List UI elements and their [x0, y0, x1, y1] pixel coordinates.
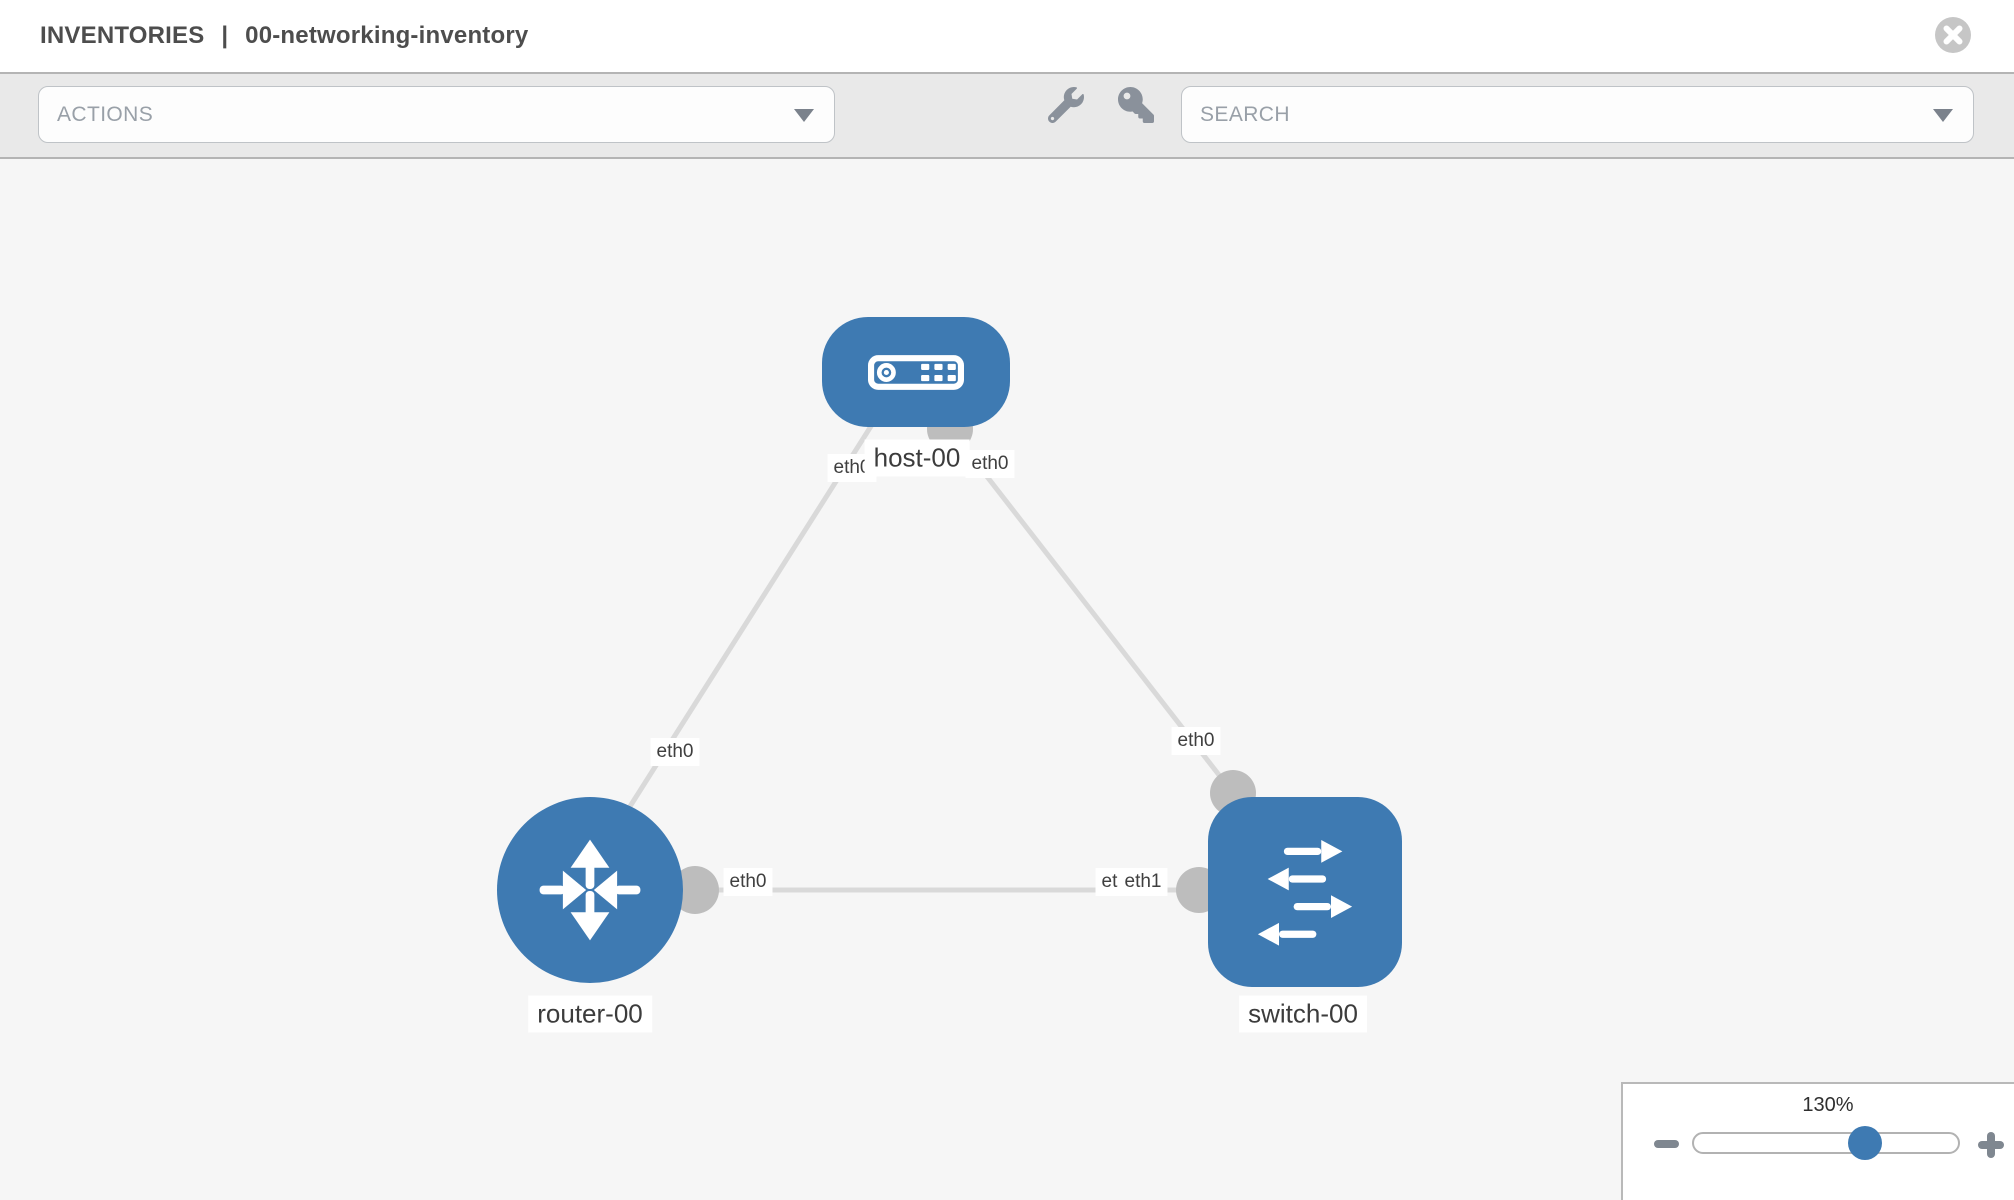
search-dropdown[interactable]: SEARCH	[1181, 86, 1974, 143]
link-label-host-eth0-right: eth0	[965, 450, 1015, 478]
link-label-router-eth0-up: eth0	[650, 738, 700, 766]
page-header: INVENTORIES | 00-networking-inventory	[0, 0, 2014, 72]
link-label-switch-eth1-front: eth1	[1118, 868, 1168, 896]
node-label-host-00: host-00	[864, 439, 970, 477]
breadcrumb-inventories[interactable]: INVENTORIES	[40, 22, 205, 49]
zoom-slider-track[interactable]	[1692, 1132, 1960, 1154]
toolbar: ACTIONS SEARCH	[0, 72, 2014, 159]
node-label-router-00: router-00	[528, 995, 652, 1033]
link-host-router[interactable]	[607, 410, 883, 840]
caret-down-icon	[794, 109, 814, 122]
search-dropdown-label: SEARCH	[1200, 103, 1290, 126]
close-button[interactable]	[1935, 17, 1971, 53]
node-router-00[interactable]	[497, 797, 683, 983]
link-label-router-eth0: eth0	[723, 868, 773, 896]
zoom-slider-handle[interactable]	[1848, 1126, 1882, 1160]
zoom-control-panel: 130%	[1621, 1082, 2014, 1200]
title-separator: |	[221, 22, 229, 49]
caret-down-icon	[1933, 109, 1953, 122]
close-icon	[1935, 17, 1971, 53]
key-icon	[1118, 87, 1154, 123]
interface-dot-router-eth0[interactable]	[671, 866, 719, 914]
wrench-icon	[1048, 87, 1084, 123]
links-layer	[607, 406, 1256, 914]
page-title: INVENTORIES | 00-networking-inventory	[40, 0, 528, 72]
node-label-switch-00: switch-00	[1239, 995, 1367, 1033]
node-host-00[interactable]	[822, 317, 1010, 427]
actions-dropdown[interactable]: ACTIONS	[38, 86, 835, 143]
zoom-level-value: 130%	[1802, 1094, 1854, 1116]
link-label-switch-eth0: eth0	[1171, 727, 1221, 755]
actions-dropdown-label: ACTIONS	[57, 103, 154, 126]
zoom-in-icon[interactable]	[1978, 1132, 2004, 1158]
node-switch-00[interactable]	[1208, 797, 1402, 987]
switch-arrows-icon	[1257, 840, 1353, 946]
router-arrows-icon	[539, 839, 641, 941]
inventory-name: 00-networking-inventory	[245, 22, 529, 49]
configure-button[interactable]	[1044, 83, 1088, 127]
topology-canvas[interactable]: eth0 eth0 eth0 eth0 eth0 eth1 eth1 host-…	[0, 159, 2014, 1200]
host-server-icon	[868, 354, 964, 390]
zoom-out-icon[interactable]	[1654, 1140, 1679, 1148]
credentials-button[interactable]	[1114, 83, 1158, 127]
